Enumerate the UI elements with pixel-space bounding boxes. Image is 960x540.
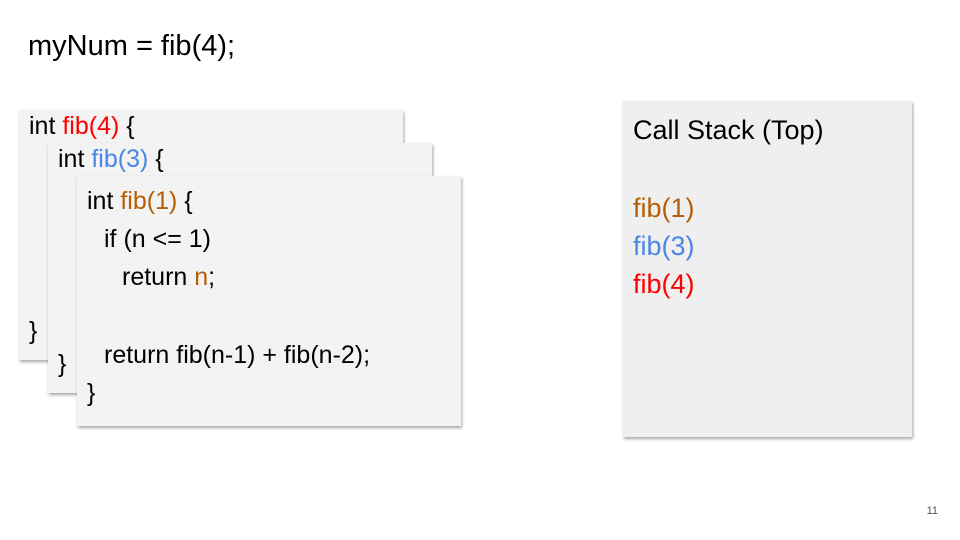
open-brace: { bbox=[184, 187, 193, 215]
call-stack-panel: Call Stack (Top) fib(1) fib(3) fib(4) bbox=[623, 101, 912, 437]
close-brace: } bbox=[29, 317, 38, 345]
function-name: fib(1) bbox=[120, 187, 178, 215]
stack-item: fib(4) bbox=[633, 269, 695, 299]
function-name: fib(4) bbox=[62, 112, 120, 140]
call-stack-title: Call Stack (Top) bbox=[633, 115, 824, 145]
close-brace: } bbox=[58, 350, 67, 378]
frame-header: int fib(3) { bbox=[58, 144, 164, 174]
semicolon: ; bbox=[208, 263, 216, 291]
slide-title: myNum = fib(4); bbox=[28, 30, 236, 62]
frame-header: int fib(1) { bbox=[87, 186, 193, 216]
function-name: fib(3) bbox=[91, 145, 149, 173]
type-keyword: int bbox=[58, 145, 85, 173]
close-brace: } bbox=[87, 379, 96, 407]
type-keyword: int bbox=[29, 112, 56, 140]
frame-fib1: int fib(1) { if (n <= 1) return n; retur… bbox=[77, 176, 461, 426]
type-keyword: int bbox=[87, 187, 114, 215]
frame-header: int fib(4) { bbox=[29, 111, 135, 141]
if-line: if (n <= 1) bbox=[104, 225, 211, 253]
return-keyword: return bbox=[122, 263, 188, 291]
return-var: n bbox=[194, 263, 209, 291]
open-brace: { bbox=[126, 112, 135, 140]
open-brace: { bbox=[155, 145, 164, 173]
stack-item: fib(1) bbox=[633, 193, 695, 223]
stack-item: fib(3) bbox=[633, 231, 695, 261]
page-number: 11 bbox=[926, 505, 938, 517]
recursive-return-line: return fib(n-1) + fib(n-2); bbox=[104, 341, 371, 369]
return-line: return n; bbox=[122, 262, 215, 292]
